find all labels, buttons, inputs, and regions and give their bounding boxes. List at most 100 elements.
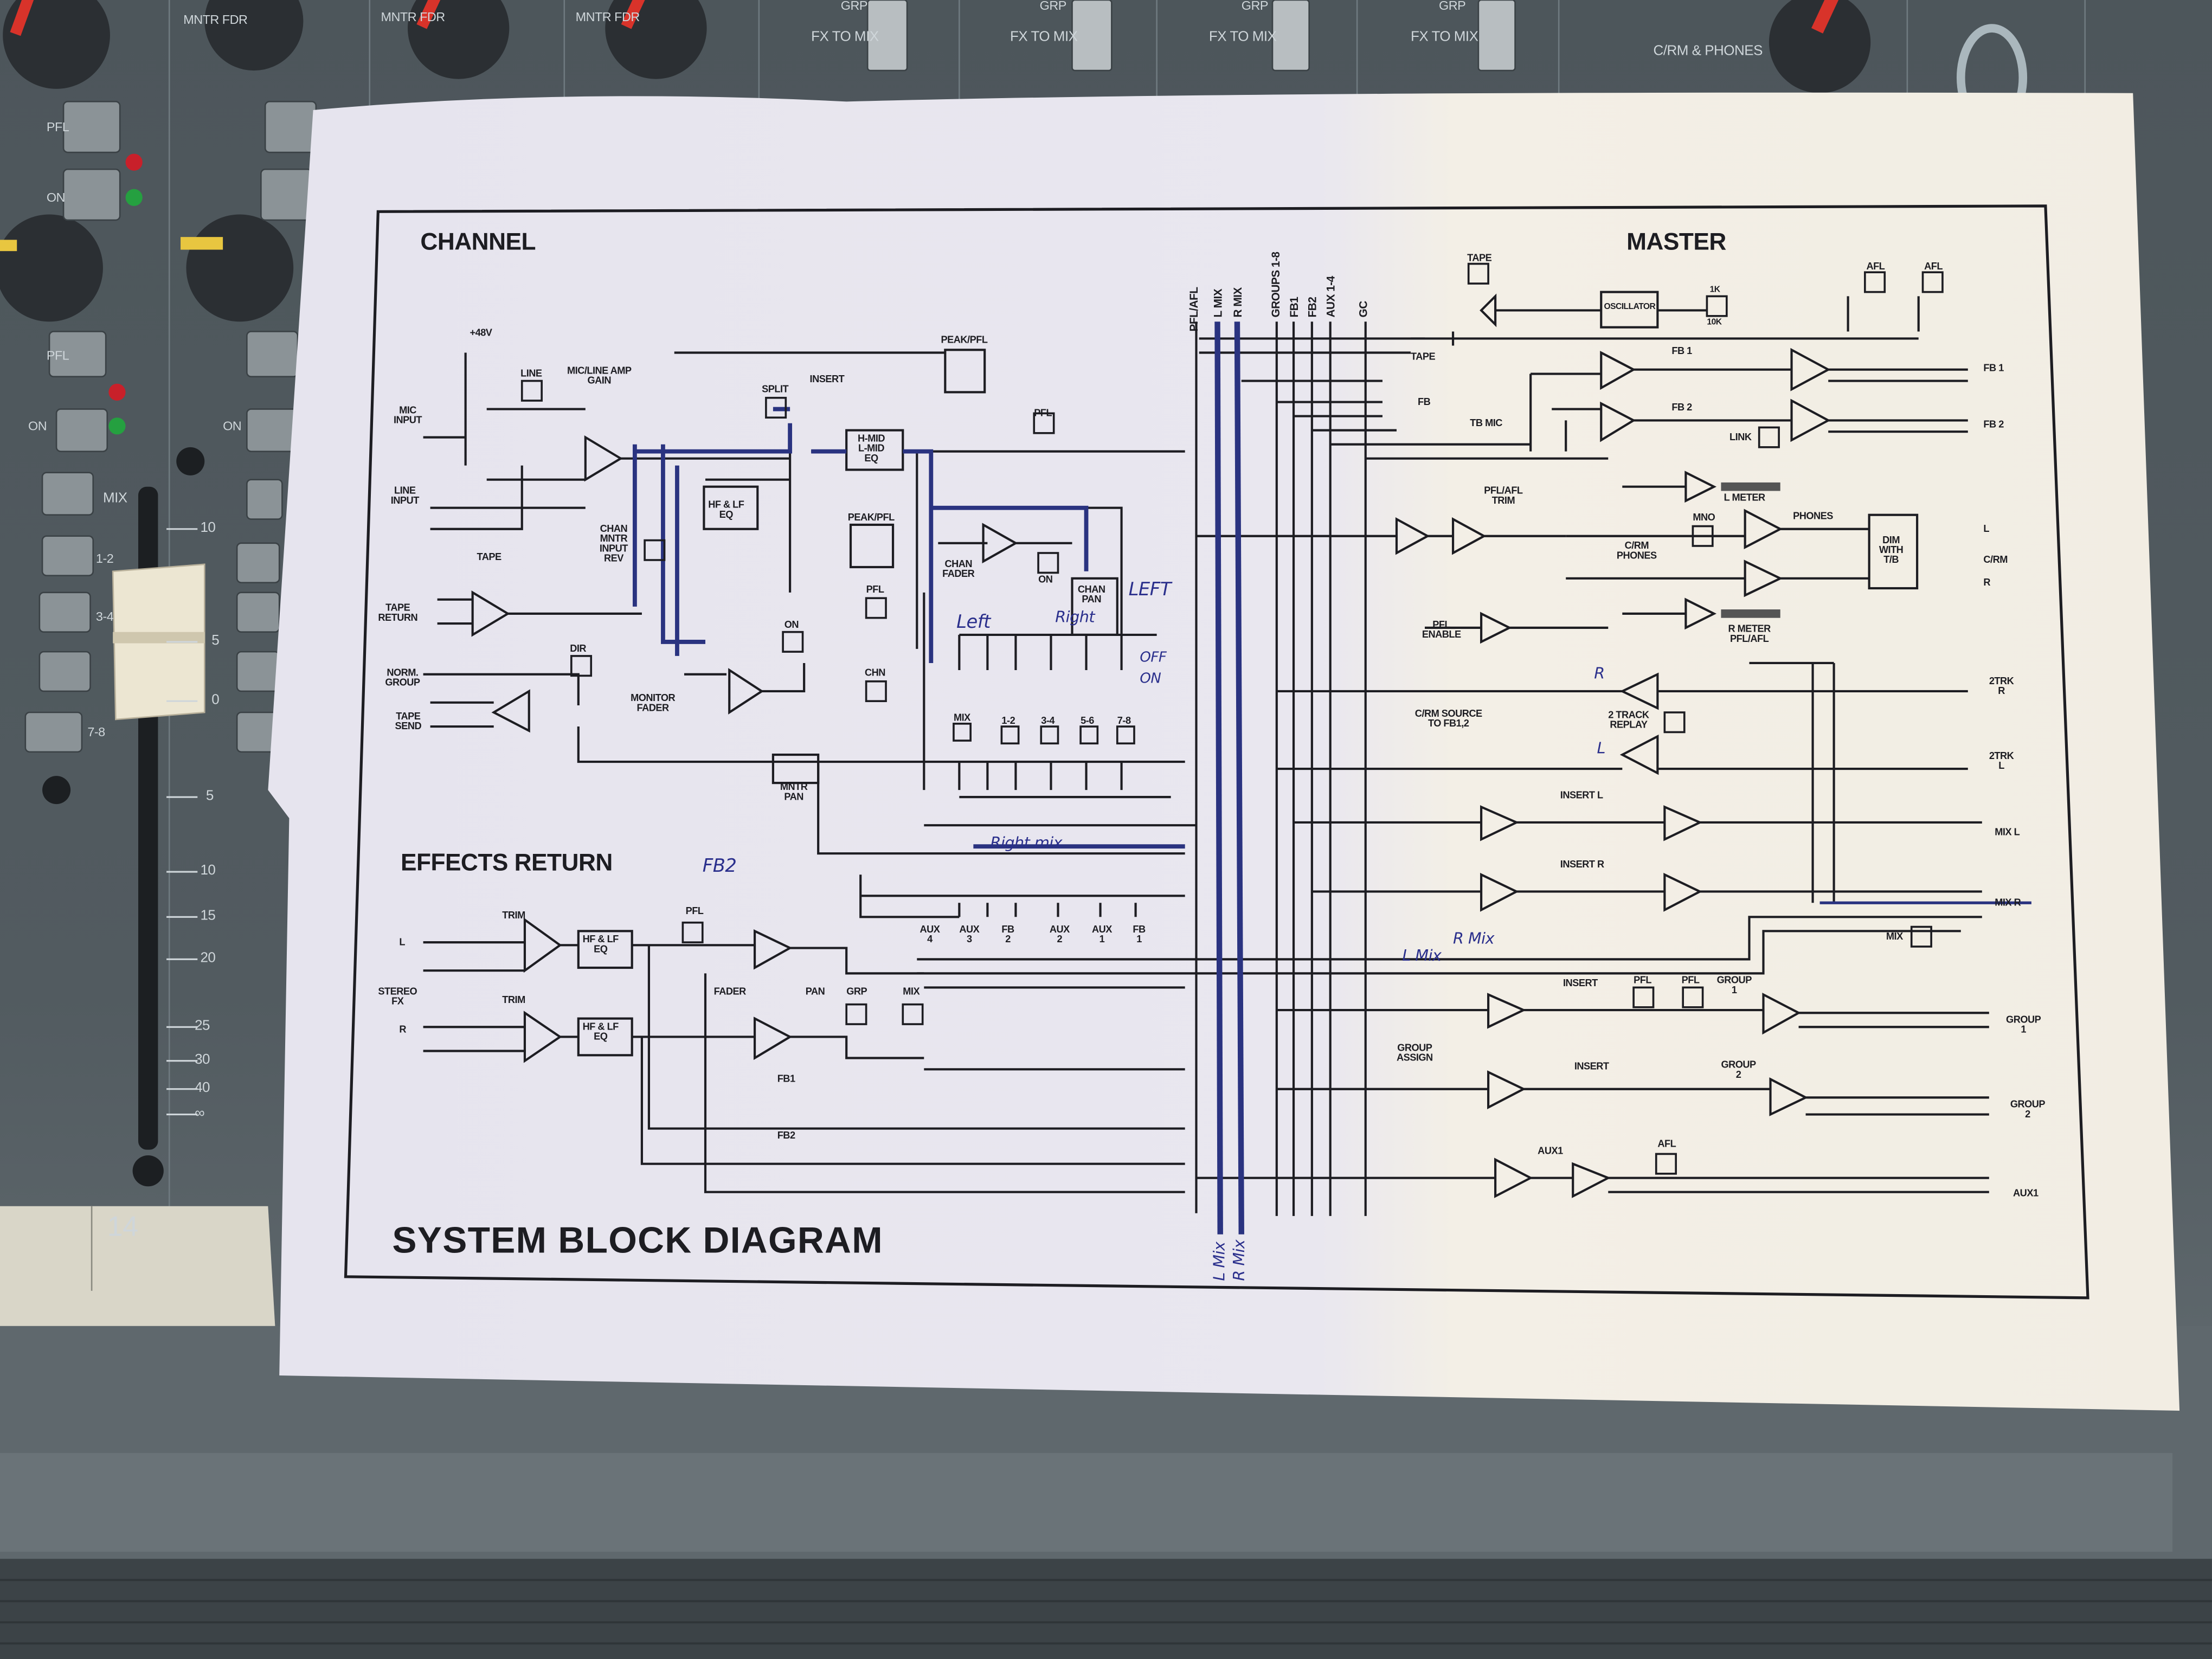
handwritten-on: ON [1140,671,1161,687]
label-r: R [1983,578,1991,589]
label-grp: GRP [846,987,867,998]
fader-scale-mark: 20 [200,950,216,967]
label-1k: 1K [1709,286,1720,295]
label-tb-mic: TB MIC [1470,419,1502,429]
console-label-1-2: 1-2 [95,551,114,566]
label-phones: PHONES [1793,512,1833,522]
label-mic-line-gain: MIC/LINE AMP GAIN [567,366,632,387]
label-10k: 10K [1707,319,1722,327]
console-buttons[interactable] [24,0,1516,753]
label-fb1: FB1 [777,1075,795,1085]
paper-sheet [268,92,2180,1411]
diagram-border [344,204,2089,1300]
label-pfl: PFL [866,585,884,596]
bus-label-r-mix: R MIX [1231,287,1244,318]
output-aux1: AUX1 [2013,1189,2039,1199]
console-label-fx-to-mix: FX TO MIX [1010,29,1078,46]
routing-label-mix: MIX [953,713,970,724]
label-l-meter: L METER [1724,493,1766,504]
label-chan-mntr-input-rev: CHAN MNTR INPUT REV [599,524,628,564]
send-aux3: AUX 3 [959,925,980,946]
routing-label-3-4: 3-4 [1041,716,1055,727]
label-on: ON [1038,575,1053,586]
label-r-meter-pfl-afl: R METER PFL/AFL [1728,625,1771,645]
label-pfl: PFL [1034,409,1052,419]
console-label-on: ON [223,419,242,433]
label-mntr-pan: MNTR PAN [780,783,808,803]
console-label-grp: GRP [1241,0,1269,13]
console-knobs[interactable] [0,0,1871,322]
r-meter-bar [1721,609,1780,618]
label-mic-input: MIC INPUT [393,406,422,426]
routing-label-7-8: 7-8 [1117,716,1131,727]
console-label-3-4: 3-4 [95,609,114,624]
label-link: LINK [1729,433,1752,443]
label-aux1: AUX1 [1538,1147,1563,1157]
console-label-fx-to-mix: FX TO MIX [811,29,879,46]
handwritten-r-mix: R Mix [1453,929,1495,948]
console-label-fx-to-mix: FX TO MIX [1208,29,1277,46]
fader-scale-mark: 25 [195,1018,210,1034]
console-label-grp: GRP [1039,0,1067,13]
label-chan-fader: CHAN FADER [942,560,975,580]
console-label-mntr-fdr: MNTR FDR [575,10,640,24]
label-tape-return: TAPE RETURN [378,603,418,624]
label-dir: DIR [570,645,587,655]
label-crm-source: C/RM SOURCE TO FB1,2 [1414,709,1482,730]
bus-label-pfl-afl: PFL/AFL [1187,287,1201,332]
switch-boxes[interactable] [520,262,1944,1175]
fader-cap[interactable] [112,563,205,721]
send-fb2: FB 2 [1001,925,1014,946]
label-peak-pfl: PEAK/PFL [847,513,895,524]
handwritten-l: L [1597,739,1605,758]
output-2trk-r: 2TRK R [1989,677,2014,697]
label-l: L [399,938,405,948]
label-hmid-lmid-eq: H-MID L-MID EQ [858,434,885,465]
section-effects-return: EFFECTS RETURN [400,849,613,876]
label-pfl: PFL [1634,976,1651,986]
label-hf-lf-eq: HF & LF EQ [708,500,744,521]
fader-scale-mark: 15 [200,908,216,924]
section-master: MASTER [1626,228,1726,255]
label-pan: PAN [805,987,825,998]
label-tape: TAPE [1411,352,1436,363]
output-fb2: FB 2 [1983,420,2004,430]
console-label-grp: GRP [1439,0,1466,13]
label-dim-with-tb: DIM WITH T/B [1879,536,1904,566]
label-mix: MIX [1886,932,1903,943]
send-aux4: AUX 4 [919,925,940,946]
label-oscillator: OSCILLATOR [1604,303,1656,312]
label-trim: TRIM [502,911,525,922]
console-label-fx-to-mix: FX TO MIX [1411,29,1478,46]
label-fb1: FB 1 [1671,347,1692,357]
fader-scale-mark: ∞ [195,1105,205,1122]
section-channel: CHANNEL [420,228,536,255]
bus-label-fb1: FB1 [1288,297,1301,318]
label-tape: TAPE [477,552,501,563]
fader-scale-mark: 5 [211,633,220,649]
output-fb1: FB 1 [1983,364,2004,374]
label-group-1: GROUP 1 [1716,976,1752,996]
label-mno: MNO [1693,513,1715,524]
label-pfl: PFL [1681,976,1700,986]
bus-label-l-mix: L MIX [1212,288,1225,318]
label-pfl: PFL [685,907,704,917]
console-label-pfl: PFL [46,120,69,134]
label-insert: INSERT [1574,1062,1609,1072]
label-crm-phones: C/RM PHONES [1616,542,1657,562]
label-r: R [399,1025,407,1036]
label-crm: C/RM [1983,556,2008,566]
fader-scale-mark: 10 [200,863,216,879]
output-mix-r: MIX R [1995,898,2021,909]
fader-scale-mark: 30 [195,1052,210,1068]
label-fb2: FB 2 [1671,403,1692,414]
handwritten-off: OFF [1140,650,1167,666]
label-chan-pan: CHAN PAN [1077,585,1105,606]
label-hf-lf-eq: HF & LF EQ [582,935,619,955]
label-mix: MIX [903,987,920,998]
label-fb: FB [1418,397,1431,408]
console-label-7-8: 7-8 [87,725,105,740]
bus-label-gc: GC [1357,301,1370,318]
